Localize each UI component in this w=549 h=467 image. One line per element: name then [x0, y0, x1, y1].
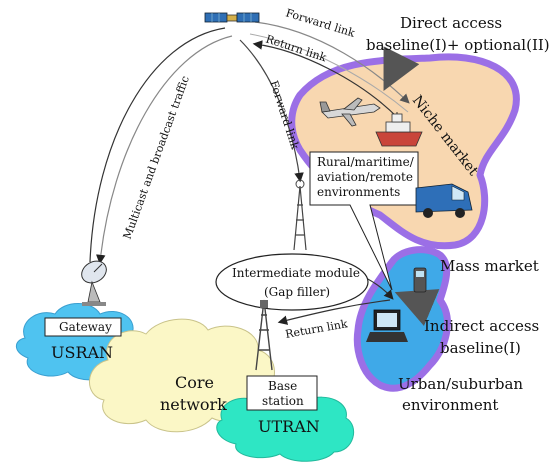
core-network-label-1: Core — [175, 373, 214, 392]
urban-label-2: environment — [402, 396, 498, 414]
mass-market-label: Mass market — [440, 257, 539, 275]
multicast-traffic-label: Multicast and broadcast traffic — [121, 74, 192, 241]
forward-link-vertical-curve — [239, 39, 304, 183]
laptop-icon — [366, 309, 408, 342]
base-station-label-1: Base — [268, 379, 297, 393]
direct-access-label-2: baseline(I)+ optional(II) — [366, 36, 549, 54]
intermediate-module-ellipse — [215, 253, 369, 311]
direct-access-label-1: Direct access — [400, 14, 502, 32]
return-link-top-label: Return link — [264, 32, 328, 64]
multicast-link-curve-inner — [95, 35, 233, 265]
intermediate-label-1: Intermediate module — [232, 266, 360, 280]
core-network-label-2: network — [160, 395, 227, 414]
base-station-label-2: station — [262, 394, 304, 408]
base-station-icon — [255, 299, 273, 371]
return-link-bottom-line — [277, 299, 391, 325]
direct-access-pointer — [383, 46, 420, 91]
niche-market-region — [288, 53, 520, 250]
airplane-icon — [319, 97, 381, 127]
urban-label-1: Urban/suburban — [398, 375, 523, 393]
return-link-curve — [252, 40, 399, 119]
rural-label-3: environments — [317, 185, 400, 199]
satellite-icon — [204, 12, 260, 23]
indirect-access-label-1: Indirect access — [424, 317, 539, 335]
return-link-bottom-label: Return link — [284, 317, 349, 341]
return-link-curve-2 — [249, 33, 409, 113]
multicast-link-curve-outer — [89, 27, 226, 263]
van-icon — [415, 183, 473, 218]
usran-label: USRAN — [51, 343, 113, 362]
gateway-label: Gateway — [59, 320, 112, 334]
intermediate-label-2: (Gap filler) — [264, 285, 330, 299]
rural-label-1: Rural/maritime/ — [317, 155, 415, 169]
forward-link-top-label: Forward link — [284, 6, 356, 39]
utran-label: UTRAN — [258, 417, 320, 436]
indirect-access-label-2: baseline(I) — [440, 339, 521, 357]
dish-icon — [81, 260, 107, 306]
ship-icon — [375, 112, 423, 147]
rural-callout — [309, 151, 419, 291]
gateway-box — [44, 317, 122, 337]
base-station-box — [246, 375, 318, 411]
rural-label-2: aviation/remote — [317, 170, 413, 184]
tower-icon — [293, 179, 307, 251]
indirect-access-pointer — [394, 289, 440, 326]
phone-icon — [413, 267, 427, 293]
